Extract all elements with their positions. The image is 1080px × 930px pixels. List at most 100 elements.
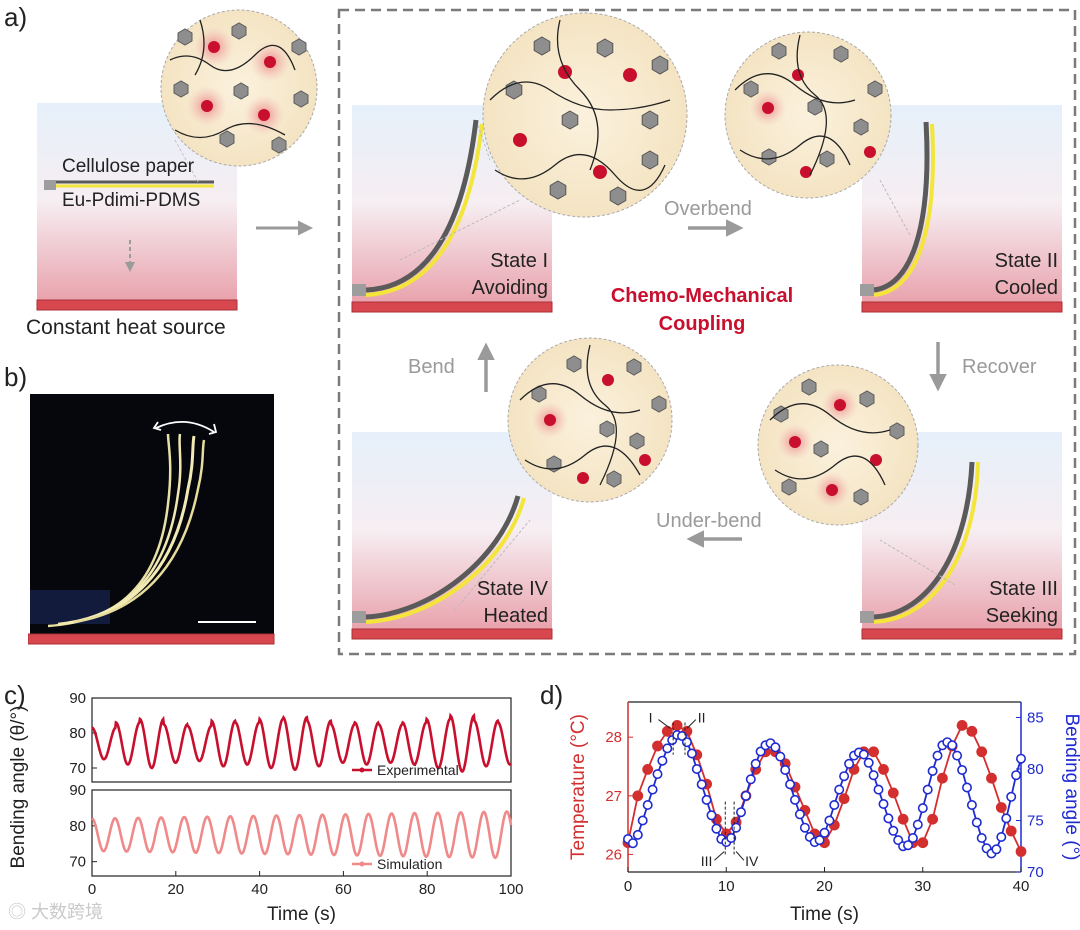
chart-d-bending-angle-point [750,758,761,769]
chart-d-bending-angle-point [961,782,972,793]
chart-c-ylabel: Bending angle (θ/°) [8,706,29,869]
chart-d-right-tick-label: 80 [1027,761,1044,778]
chart-d-annotation-label: I [649,710,653,726]
chart-d-bending-angle-point [691,764,702,775]
state4-line2: Heated [483,605,549,627]
chart-d-bending-angle-point [686,748,697,759]
heat-source-bar [36,299,238,311]
chart-d-left-tick-label: 26 [605,846,622,863]
chart-d-annotation-arrow [686,719,697,729]
chart-d-temperature-point [868,746,879,758]
chart-c-xtick-label: 20 [167,881,184,898]
chart-d-temperature-point [661,725,673,737]
panel-a-letter: a) [4,2,28,32]
chart-d-bending-angle-point [726,833,737,844]
chart-d-xtick-label: 10 [718,878,735,895]
chart-d-temperature-point [838,793,850,805]
chart-d-bending-angle-point [873,784,884,795]
chart-d-left-ylabel: Temperature (°C) [568,714,589,860]
chart-c-bottom-series [91,810,513,860]
chart-d-bending-angle-point [819,827,830,838]
chart-d-bending-angle-point [785,779,796,790]
state3-line2: Seeking [985,605,1058,627]
chart-d-bending-angle-point [745,774,756,785]
chart-d-bending-angle-point [794,809,805,820]
chart-c-top-ytick-label: 90 [69,690,86,707]
state2-line2: Cooled [994,277,1058,299]
chart-d-temperature-point [995,802,1007,813]
bend-label: Bend [408,356,455,378]
chart-d-bending-angle-point [736,807,747,818]
chart-d-bending-angle-point [917,803,928,814]
chart-d-temperature-point [976,746,988,758]
chart-d-bending-angle-point [947,740,958,751]
panel-b-letter: b) [4,362,28,392]
chart-d-bending-angle-point [711,823,722,834]
chart-d-temperature-point [936,772,948,784]
chart-d-bending-angle-point [775,751,786,762]
chart-c-top-legend-label: Experimental [377,762,459,778]
panel-d-letter: d) [540,680,564,710]
panel-a-illustration [36,8,1077,656]
chart-d-right-tick-label: 70 [1027,864,1044,881]
chart-c-xlabel: Time (s) [267,904,336,925]
chart-d-annotation-arrow [658,719,671,729]
chart-d-bending-angle-point [642,800,653,811]
chart-c-bottom-legend-label: Simulation [377,856,442,872]
chart-d-temperature-point [632,790,644,802]
chart-d-xtick-label: 20 [816,878,833,895]
state1-label: State I Avoiding [430,248,548,302]
chart-d-bending-angle-point [1015,753,1026,764]
chart-d-bending-angle-point [701,794,712,805]
chart-d-temperature-point [1015,846,1027,857]
chart-d-bending-angle-point [1011,770,1022,781]
state4-label: State IV Heated [430,576,548,630]
chart-d-bending-angle-point [927,766,938,777]
chart-d-annotation-label: II [698,710,706,726]
chart-d-temperature-point [1005,825,1017,837]
chart-d-right-ylabel: Bending angle (°) [1061,713,1080,860]
chart-d-bending-angle-point [844,758,855,769]
chart-c-xtick-label: 60 [335,881,352,898]
chart-c-xtick-label: 40 [251,881,268,898]
state3-label: State III Seeking [940,576,1058,630]
chart-d-right-tick-label: 75 [1027,812,1044,829]
chart-d-xtick-label: 40 [1013,878,1030,895]
chart-d-temperature-point [986,772,997,784]
chart-d-bending-angle-point [814,835,825,846]
chart-d-bending-angle-point [780,765,791,776]
chart-c-xtick-label: 80 [419,881,436,898]
chart-d-bending-angle-point [740,790,751,801]
chemo-mechanical-title: Chemo-Mechanical Coupling [572,282,832,338]
chart-d-temperature-point [897,813,909,825]
underbend-label: Under-bend [656,510,762,532]
chart-d-bending-angle-point [839,771,850,782]
chart-d-bending-angle-point [824,815,835,826]
chart-d-right-tick-label: 85 [1027,709,1044,726]
zoom-circle-state1 [399,12,688,261]
chart-c-top-frame [91,697,512,783]
chart-d-bending-angle-point [696,779,707,790]
chart-d-bending-angle-point [957,765,968,776]
chart-d-bending-angle-point [834,784,845,795]
state2-line1: State II [994,250,1058,272]
chart-d-bending-angle-point [858,749,869,760]
chart-d-bending-angle-point [883,813,894,824]
zoom-circle-state2 [724,31,911,236]
chart-d-temperature-point [966,725,978,737]
chart-d-left-tick-label: 28 [605,729,622,746]
watermark-icon: ◎ [8,902,26,922]
chart-d-temperature-point [927,813,938,825]
chart-d-temperature-point [671,720,683,731]
chart-d-bending-angle-point [657,755,668,766]
chart-d-bending-angle-point [976,833,987,844]
chart-d-bending-angle-point [868,770,879,781]
chart-d-bending-angle-point [1006,791,1017,802]
chart-d-bending-angle-point [652,769,663,780]
zoom-circle-initial [160,9,318,167]
zoom-circle-state3 [757,364,956,586]
chart-d-bending-angle-point [932,750,943,761]
chart-d-bending-angle-point [662,743,673,754]
chart-d-bending-angle-point [706,810,717,821]
